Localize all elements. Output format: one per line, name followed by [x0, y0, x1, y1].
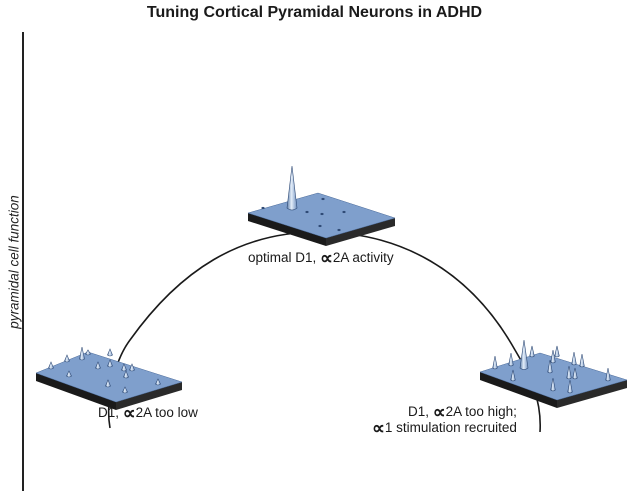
spine-group-too-high — [492, 339, 611, 394]
caption-low-prefix: D1, — [98, 405, 120, 420]
dendritic-spine — [550, 349, 556, 364]
dendritic-spine — [129, 363, 135, 372]
spine-group-optimal — [261, 165, 346, 232]
caption-high-suffix: 2A too high; — [445, 404, 517, 419]
dendritic-spine — [579, 353, 585, 368]
dendritic-spine — [567, 379, 573, 394]
dendritic-spine — [107, 348, 113, 357]
caption-optimal: optimal D1, ∝2A activity — [248, 248, 394, 268]
slab-too-low — [35, 346, 183, 410]
slab-high-side-front — [480, 372, 557, 408]
dendritic-spine — [519, 339, 529, 370]
dendritic-spine — [95, 361, 101, 370]
slab-high-top — [479, 352, 628, 401]
dendritic-spine — [66, 370, 72, 378]
alpha-symbol: ∝ — [432, 402, 446, 422]
dendritic-spine — [64, 354, 70, 363]
dendritic-spine — [508, 352, 514, 367]
spine-stub — [337, 228, 341, 232]
spine-stub — [321, 197, 325, 201]
dendritic-spine — [48, 361, 54, 370]
slab-too-high — [479, 339, 628, 408]
slab-optimal — [247, 165, 396, 246]
dendritic-spine — [123, 370, 129, 379]
dendritic-spine — [286, 165, 298, 211]
dendritic-spine — [492, 355, 498, 370]
dendritic-spine — [107, 359, 113, 368]
dendritic-spine — [85, 349, 91, 356]
caption-low-suffix: 2A too low — [135, 405, 198, 420]
dendritic-spine — [122, 386, 128, 394]
spine-group-too-low — [48, 346, 161, 394]
slab-low-side-front — [36, 373, 116, 410]
slab-low-top — [35, 351, 183, 403]
dendritic-spine — [510, 369, 516, 382]
spine-stub — [320, 212, 324, 216]
caption-high-prefix: D1, — [407, 404, 429, 419]
alpha-symbol: ∝ — [320, 248, 333, 268]
dendritic-spine — [121, 363, 127, 372]
dendritic-spine — [566, 365, 572, 380]
alpha-symbol: ∝ — [122, 403, 136, 423]
slab-high-side-right — [557, 380, 627, 408]
dendritic-spine — [554, 345, 560, 358]
caption-optimal-suffix: 2A activity — [332, 250, 394, 265]
spine-stub — [305, 210, 309, 214]
dendritic-spine — [529, 345, 535, 358]
caption-too-high: D1, ∝2A too high; ∝1 stimulation recruit… — [372, 402, 517, 438]
spine-stub — [261, 206, 265, 210]
dendritic-spine — [572, 367, 578, 380]
dendritic-spine — [571, 351, 577, 366]
dendritic-spine — [605, 367, 611, 382]
slab-optimal-side-right — [326, 218, 395, 246]
caption-high-line1: D1, ∝2A too high; — [372, 402, 517, 422]
caption-high-line2: ∝1 stimulation recruited — [372, 418, 517, 438]
dendritic-spine — [155, 378, 161, 386]
alpha-symbol: ∝ — [372, 418, 385, 438]
spine-stub — [342, 210, 346, 214]
spine-stub — [318, 224, 322, 228]
dendritic-spine — [550, 377, 556, 392]
dendritic-spine — [547, 359, 553, 374]
dendritic-spine — [79, 346, 85, 361]
dendritic-spine — [105, 379, 111, 388]
caption-optimal-prefix: optimal D1, — [248, 250, 317, 265]
caption-too-low: D1, ∝2A too low — [98, 403, 198, 423]
slab-low-side-right — [116, 382, 182, 410]
caption-high-line2-text: 1 stimulation recruited — [384, 420, 517, 435]
diagram-title: Tuning Cortical Pyramidal Neurons in ADH… — [146, 4, 483, 21]
slab-optimal-side-front — [248, 213, 326, 246]
